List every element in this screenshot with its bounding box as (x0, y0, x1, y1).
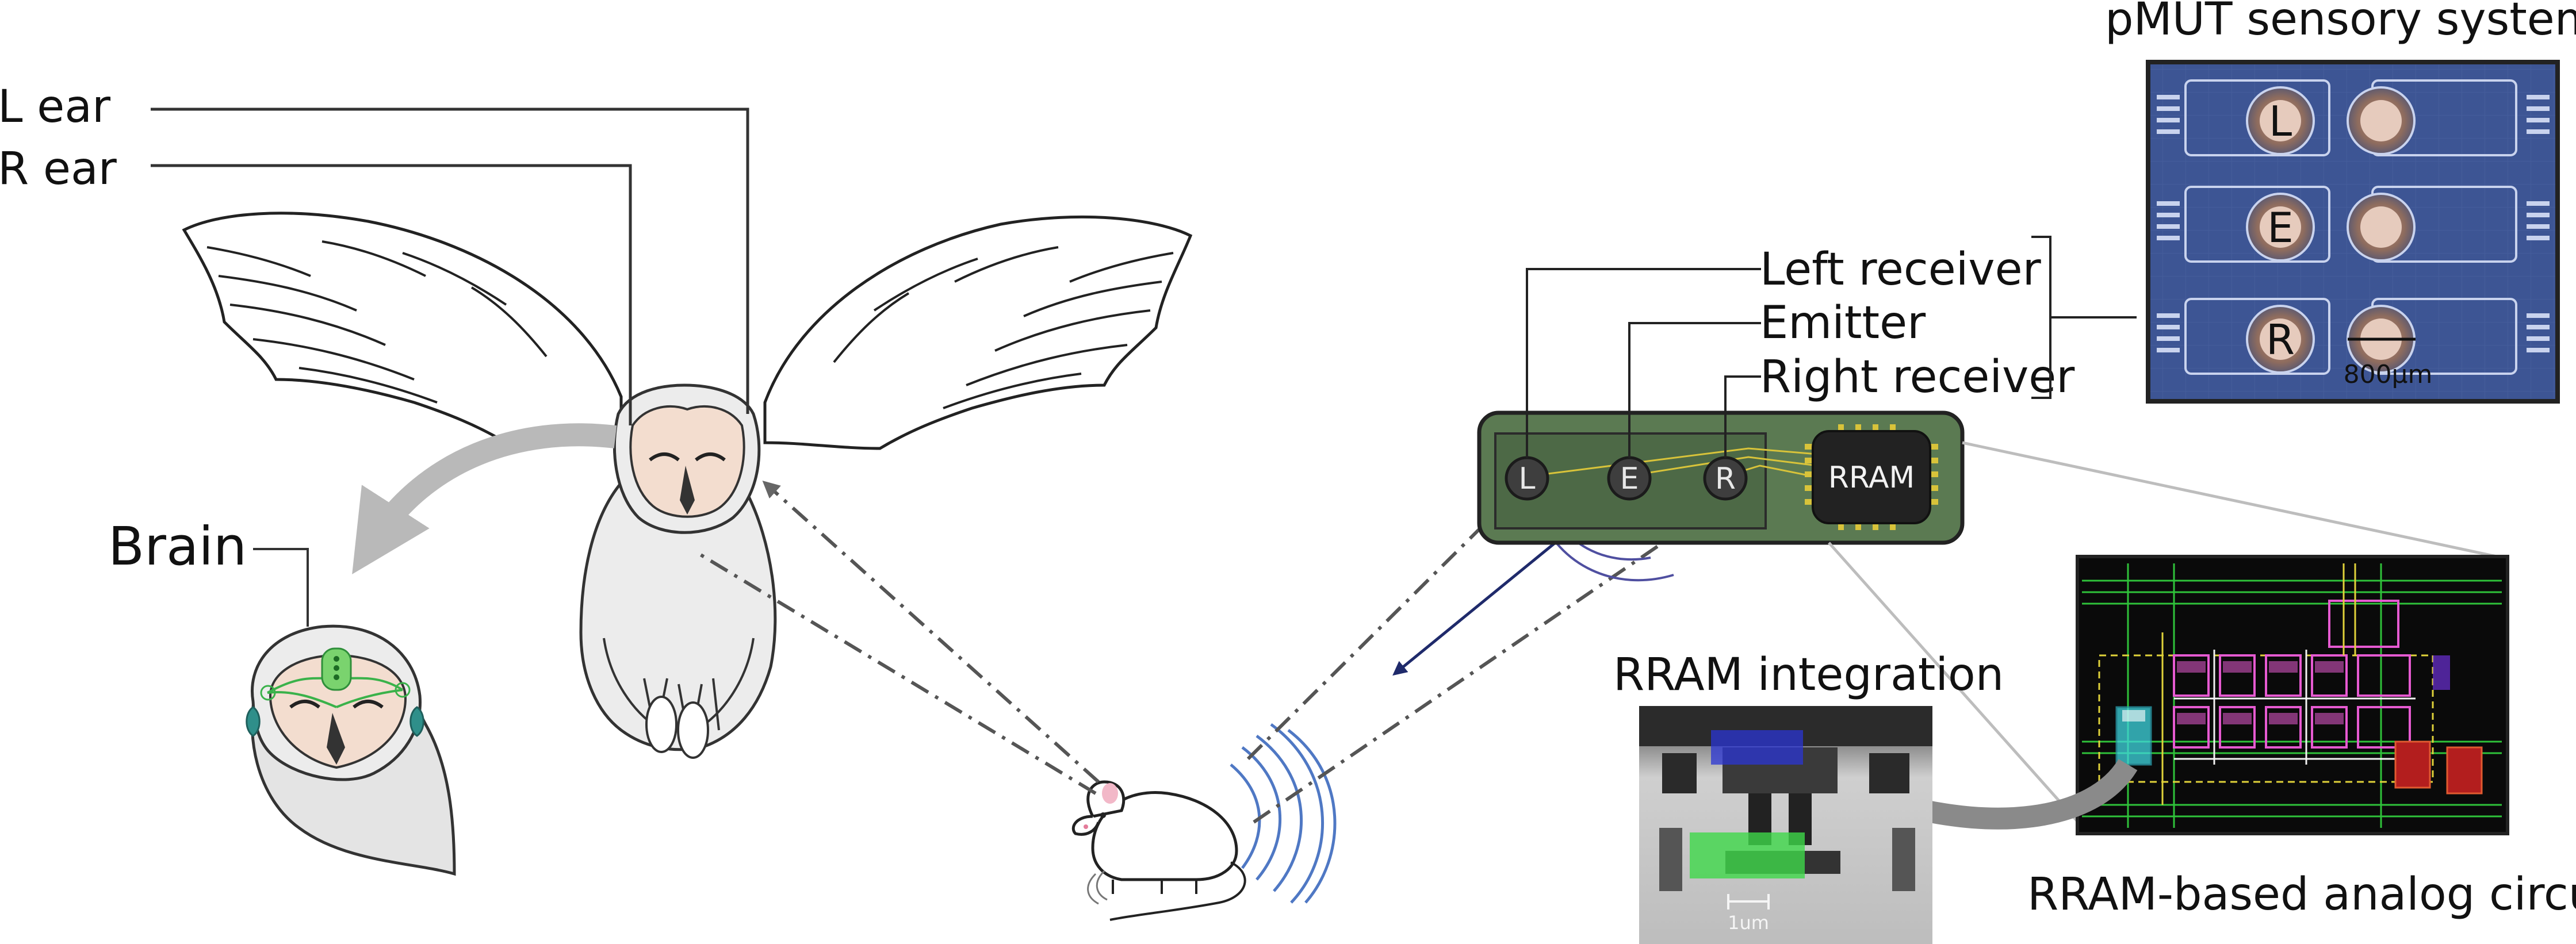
zoom-lines (1828, 441, 2508, 824)
label-l-ear: L ear (0, 81, 111, 133)
pmut-scale-label: 800µm (2344, 360, 2433, 389)
sensor-board: L E R RRAM (1477, 410, 1965, 545)
owl-echo-lines (695, 480, 1100, 795)
board-pin-l: L (1505, 456, 1549, 501)
owl-face-disk (629, 405, 745, 518)
brain-pointer-line (253, 548, 309, 627)
owl-right-wing (763, 215, 1193, 450)
board-pin-r: R (1703, 456, 1748, 501)
owl-left-wing (182, 212, 623, 444)
label-r-ear: R ear (0, 143, 117, 195)
board-pin-e: E (1607, 456, 1652, 501)
mouse-sound-waves (1230, 723, 1337, 904)
receiver-bracket (2031, 236, 2137, 399)
label-brain: Brain (108, 516, 247, 577)
pmut-photo: L E R 800µm (2146, 60, 2560, 404)
pmut-row-e: E (2267, 204, 2294, 252)
label-rram-analog-circuit: RRAM-based analog circuit (2027, 869, 2576, 920)
tem-scale-label: 1um (1728, 912, 1769, 934)
board-pin-r-label: R (1715, 462, 1736, 496)
mouse-illustration (1071, 780, 1246, 921)
pmut-row-r: R (2266, 316, 2295, 364)
analog-circuit-layout (2076, 555, 2509, 835)
board-pin-e-label: E (1620, 462, 1639, 496)
ear-pointer-lines (151, 108, 749, 425)
pmut-row-l: L (2269, 97, 2292, 145)
label-right-receiver: Right receiver (1760, 351, 2075, 403)
rram-chip: RRAM (1805, 424, 1938, 530)
owl-brain-head (246, 624, 456, 876)
owl-illustration (182, 212, 1193, 759)
owl-to-brain-arrow (352, 423, 617, 574)
rram-chip-label: RRAM (1828, 461, 1915, 495)
label-pmut-title: pMUT sensory system (2105, 0, 2576, 45)
board-pin-l-label: L (1519, 462, 1536, 496)
rram-tem-image: 1um (1639, 706, 1932, 944)
board-label-leaders (1526, 268, 1761, 458)
label-emitter: Emitter (1760, 297, 1926, 349)
label-left-receiver: Left receiver (1760, 244, 2042, 296)
sensor-echo-lines (1246, 502, 1720, 824)
label-rram-integration: RRAM integration (1613, 649, 2004, 701)
